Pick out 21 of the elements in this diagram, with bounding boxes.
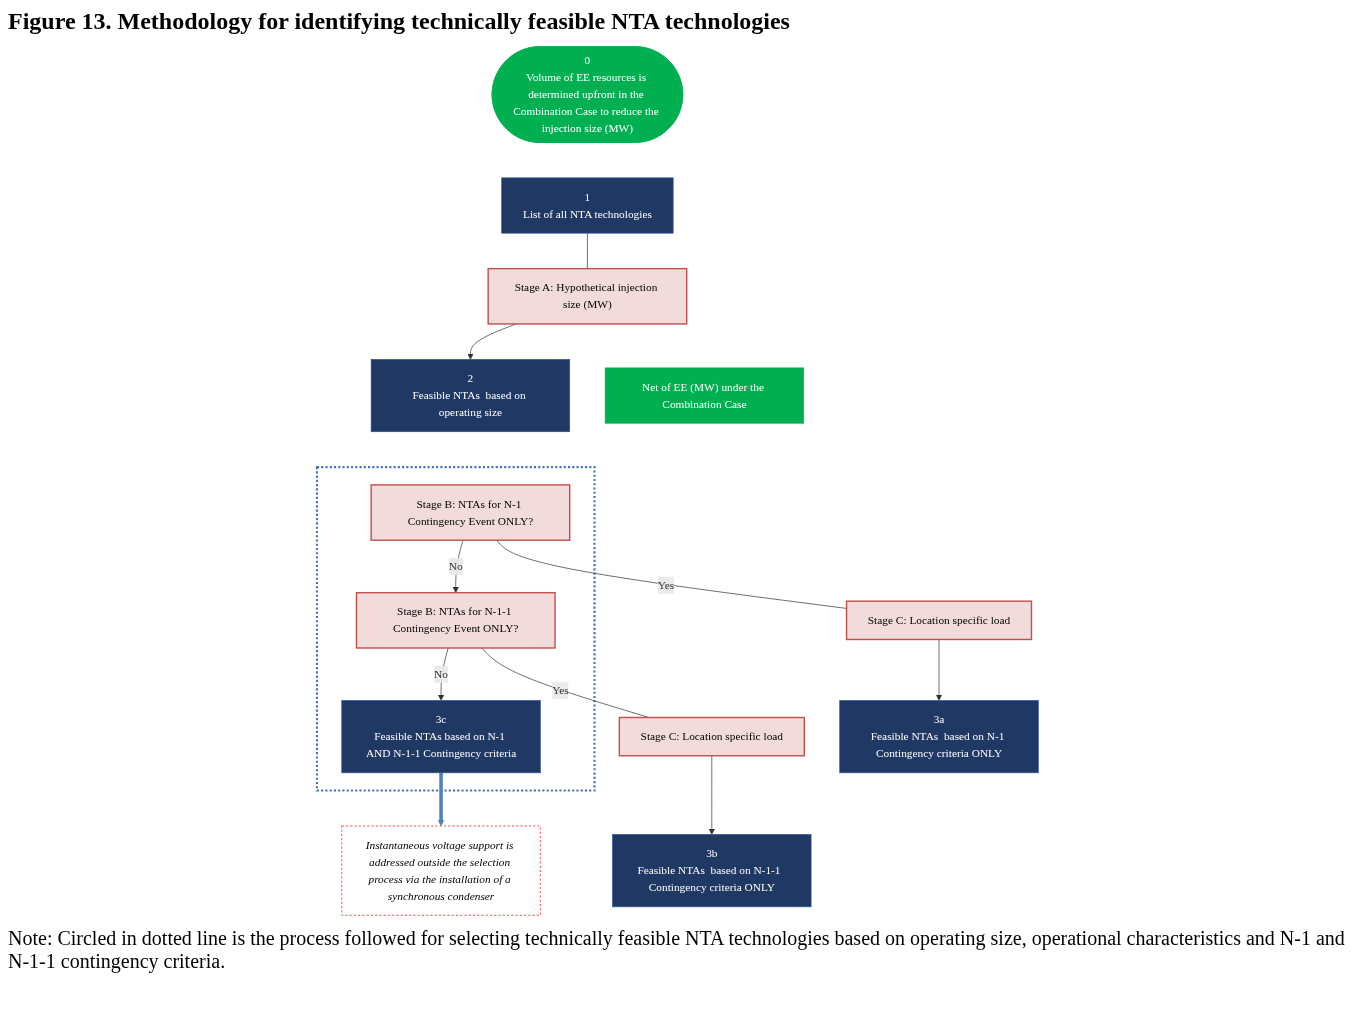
cluster <box>316 466 596 792</box>
edge-label: Yes <box>552 684 570 697</box>
node-box: 3a Feasible NTAs based on N-1 Contingency criteria ONLY <box>839 700 1040 774</box>
node-box: Stage B: NTAs for N-1-1 Contingency Event ONLY? <box>356 591 557 649</box>
node-box: Net of EE (MW) under the Combination Case <box>605 367 805 424</box>
node-box: Stage A: Hypothetical injection size (MW) <box>487 267 688 325</box>
edge-label: No <box>449 560 464 573</box>
figure-title: Figure 13. Methodology for identifying technically feasible NTA technologies <box>8 8 791 35</box>
edge-label: Yes <box>658 578 675 591</box>
arrow <box>438 772 445 827</box>
node-box: Stage C: Location specific load <box>619 716 806 757</box>
caption-note: Note: Circled in dotted line is the process followed for selecting technically feasible NTA technologies based on operating size, operational characteristics and N-1 and N-1-1 contingency criteria. <box>8 927 1346 973</box>
node-box: 3c Feasible NTAs based on N-1 AND N-1-1 Contingency criteria <box>341 700 542 774</box>
node-box: Instantaneous voltage support is addressed outside the selection process via the installation of a synchronous condenser <box>341 825 542 916</box>
node-box: 1 List of all NTA technologies <box>501 177 674 234</box>
node-box: Stage C: Location specific load <box>846 600 1033 641</box>
node-box: Stage B: NTAs for N-1 Contingency Event ONLY? <box>370 484 571 541</box>
node-box: 3b Feasible NTAs based on N-1-1 Contingency criteria ONLY <box>612 834 812 908</box>
node-box: 2 Feasible NTAs based on operating size <box>371 359 571 433</box>
edge-label: No <box>434 667 449 680</box>
connector <box>587 232 589 269</box>
